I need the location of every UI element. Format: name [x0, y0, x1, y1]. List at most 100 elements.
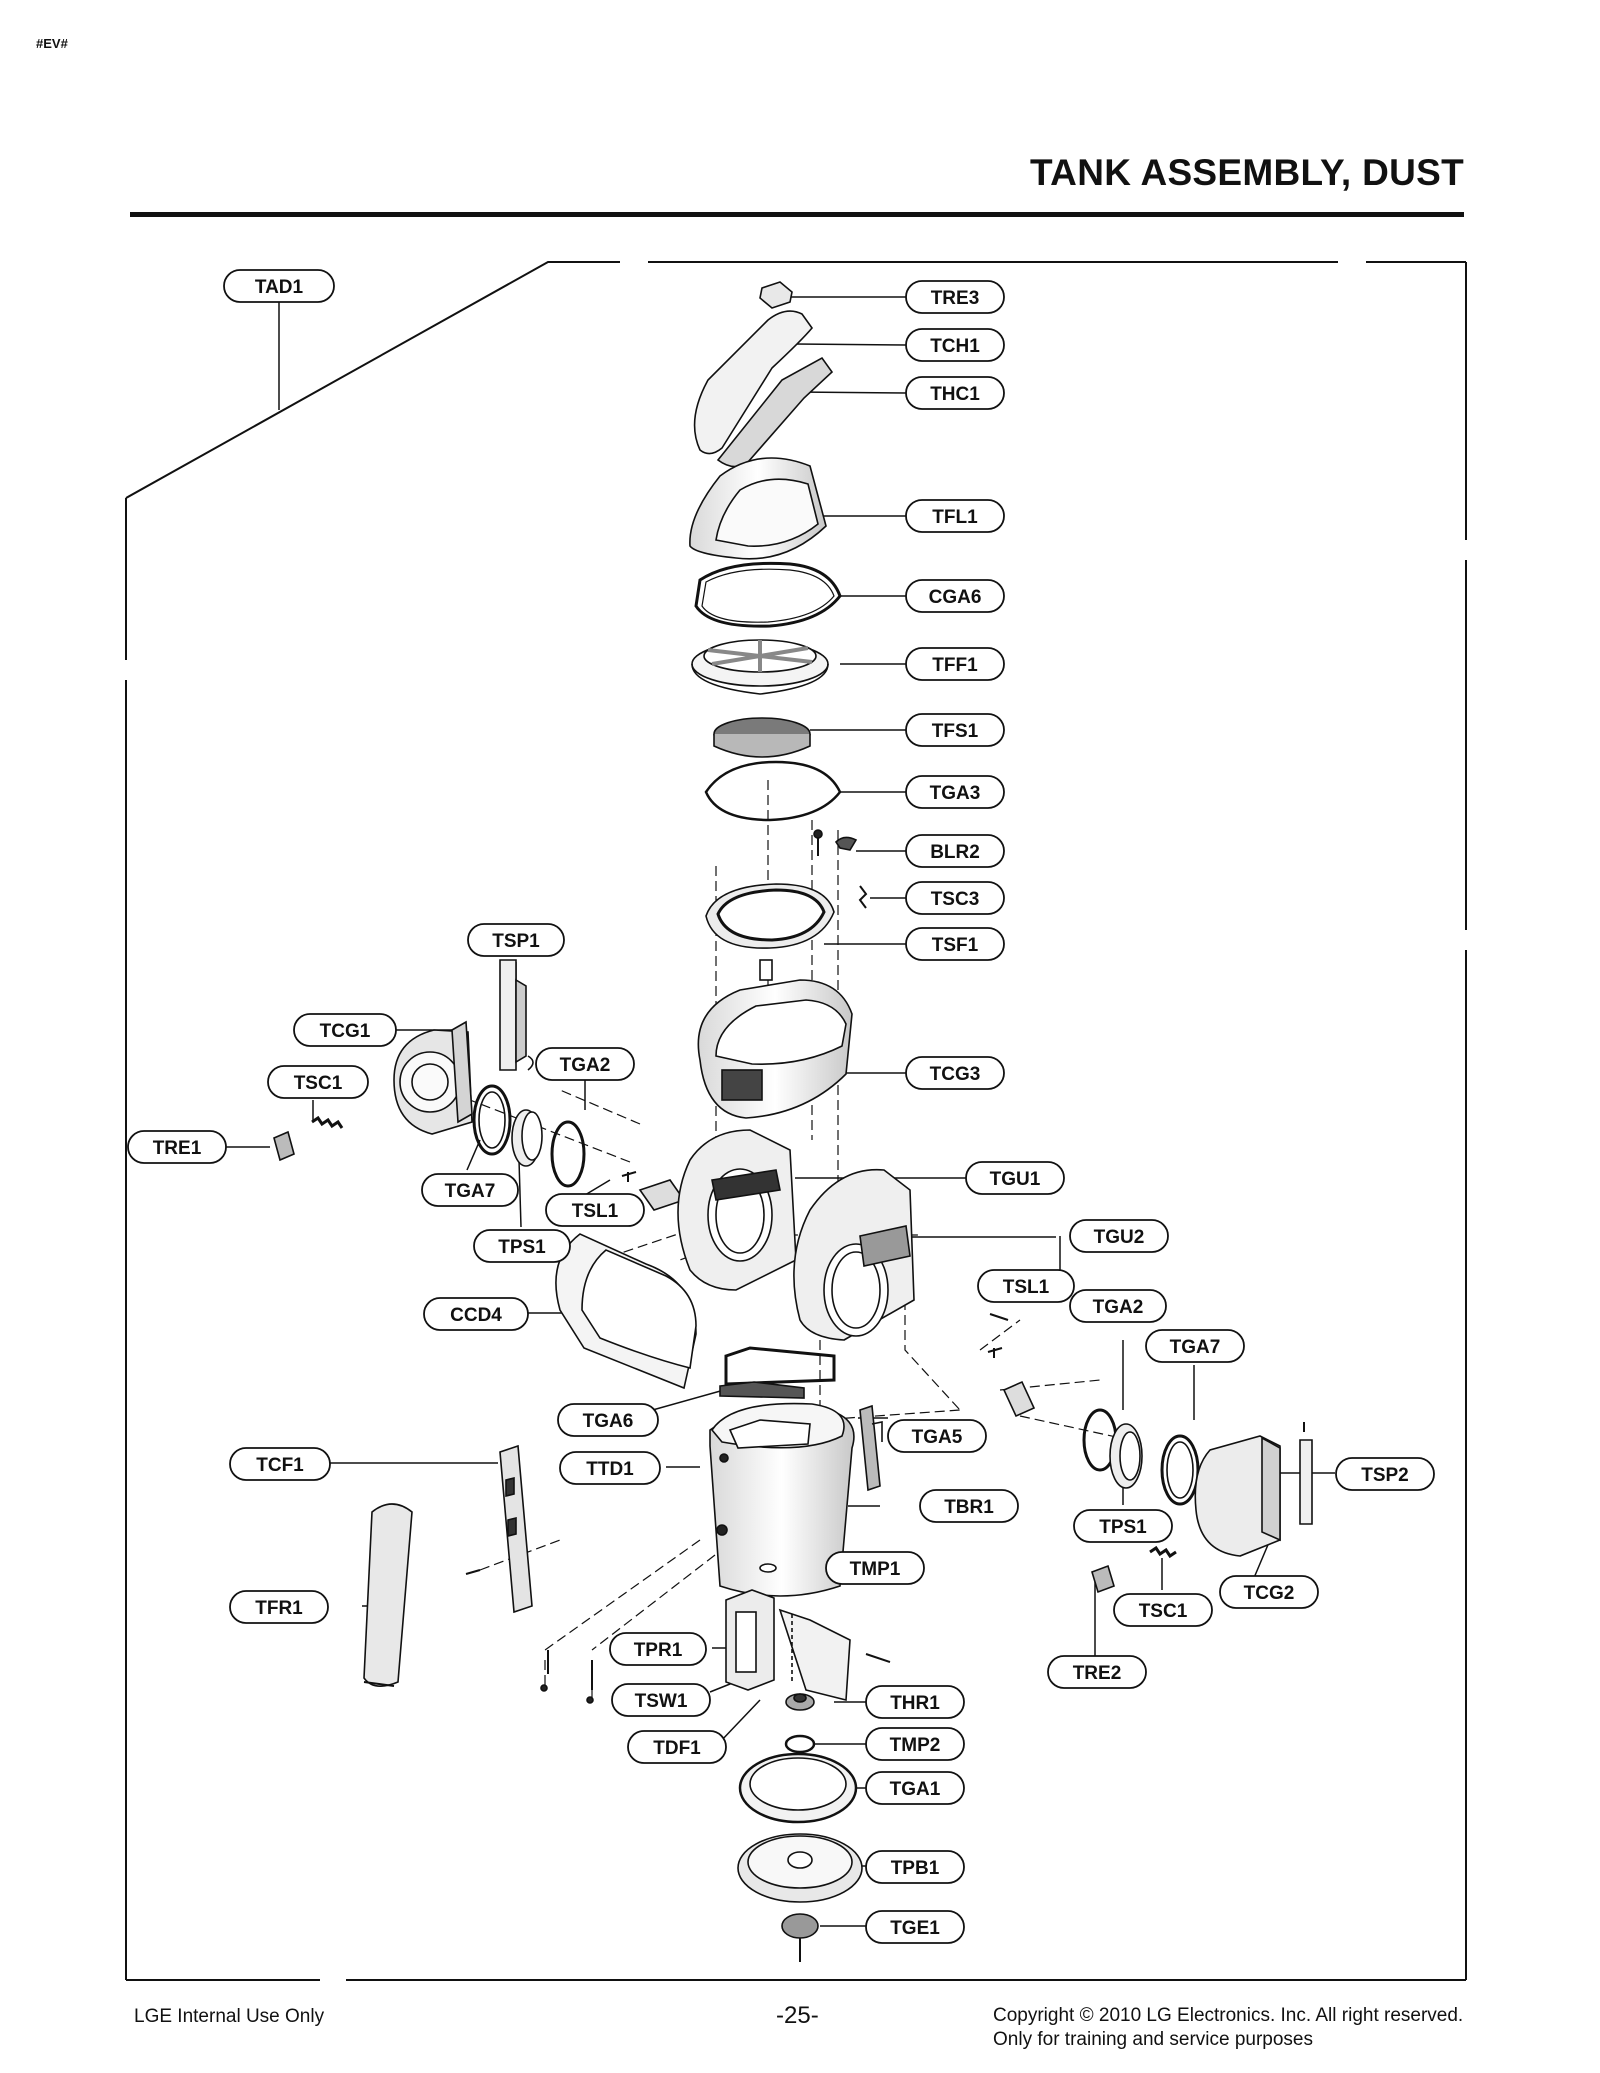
callout-TSP2: [1335, 1457, 1435, 1491]
callout-label: TTD1: [586, 1459, 634, 1480]
callout-TDF1: [627, 1730, 727, 1764]
callout-label: TFS1: [932, 721, 979, 742]
callout-label: TSL1: [572, 1201, 619, 1222]
training-note: Only for training and service purposes: [993, 2029, 1313, 2050]
callout-TGA5: [887, 1419, 987, 1453]
callout-label: TGA2: [1093, 1297, 1144, 1318]
copyright-line: Copyright © 2010 LG Electronics. Inc. Al…: [993, 2005, 1464, 2026]
callout-TSC1-left: [267, 1065, 369, 1099]
callout-label: TSF1: [932, 935, 979, 956]
callout-label: TFL1: [932, 507, 978, 528]
callout-label: TPS1: [1099, 1517, 1147, 1538]
callout-TPS1-left: [473, 1229, 571, 1263]
title-rule: [130, 212, 1464, 217]
part-drawings: [273, 281, 1313, 1962]
callout-label: TGU2: [1094, 1227, 1145, 1248]
callout-label: TMP2: [890, 1735, 941, 1756]
callout-label: TPS1: [498, 1237, 546, 1258]
callout-TPR1: [609, 1632, 707, 1666]
page-title: TANK ASSEMBLY, DUST: [1030, 152, 1464, 193]
callout-label: THR1: [890, 1693, 940, 1714]
callout-label: TGA5: [912, 1427, 963, 1448]
callout-TRE2: [1047, 1655, 1147, 1689]
callout-TFR1: [229, 1590, 329, 1624]
document-code: #EV#: [36, 36, 68, 51]
callout-label: TSL1: [1003, 1277, 1050, 1298]
callout-THC1: [905, 376, 1005, 410]
callout-TRE1: [127, 1130, 227, 1164]
callout-label: THC1: [930, 384, 980, 405]
diagram-frame: [125, 261, 1467, 1981]
footer-copyright: Copyright © 2010 LG Electronics. Inc. Al…: [993, 2004, 1463, 2052]
callout-label: TGA7: [445, 1181, 496, 1202]
callout-label: BLR2: [930, 842, 980, 863]
callout-label: TDF1: [653, 1738, 701, 1759]
callout-label: TSC3: [931, 889, 980, 910]
callout-label: TSP1: [492, 931, 540, 952]
callout-TSC3: [905, 881, 1005, 915]
callout-label: TAD1: [255, 277, 304, 298]
callout-label: TRE2: [1073, 1663, 1122, 1684]
callout-TRE3: [905, 280, 1005, 314]
callout-TGA3: [905, 775, 1005, 809]
callout-label: TCG1: [320, 1021, 371, 1042]
callout-label: TSW1: [635, 1691, 688, 1712]
callout-labels: TAD1 TRE3 TCH1 THC1 TFL1 CGA6 TFF1 TFS1 …: [153, 277, 1409, 1939]
callout-TBR1: [919, 1489, 1019, 1523]
callout-TSF1: [905, 927, 1005, 961]
callout-TGA6: [557, 1403, 659, 1437]
callout-label: TCH1: [930, 336, 980, 357]
callout-label: TRE3: [931, 288, 980, 309]
callout-TPS1-right: [1073, 1509, 1173, 1543]
callout-BLR2: [905, 834, 1005, 868]
callout-label: TGA2: [560, 1055, 611, 1076]
callout-TSL1-left: [545, 1193, 645, 1227]
callout-label: TGU1: [990, 1169, 1041, 1190]
callout-TSP1: [467, 923, 565, 957]
callout-TFS1: [905, 713, 1005, 747]
callout-label: TPR1: [634, 1640, 683, 1661]
callout-TFF1: [905, 647, 1005, 681]
callout-label: TSP2: [1361, 1465, 1409, 1486]
callout-label: TBR1: [944, 1497, 994, 1518]
callout-label: CCD4: [450, 1305, 502, 1326]
callout-label: TCG3: [930, 1064, 981, 1085]
callout-label: TFF1: [932, 655, 978, 676]
callout-TMP2: [865, 1727, 965, 1761]
callout-label: TGA6: [583, 1411, 634, 1432]
callout-TTD1: [559, 1451, 661, 1485]
callout-TSL1-right: [977, 1269, 1075, 1303]
callout-label: TCF1: [256, 1455, 304, 1476]
callout-TMP1: [825, 1551, 925, 1585]
callout-label: TCG2: [1244, 1583, 1295, 1604]
callout-label: TMP1: [850, 1559, 901, 1580]
callout-TPB1: [865, 1850, 965, 1884]
callout-label: TGA1: [890, 1779, 941, 1800]
callout-label: TRE1: [153, 1138, 202, 1159]
footer-internal-use: LGE Internal Use Only: [134, 2006, 325, 2027]
callout-label: TGA7: [1170, 1337, 1221, 1358]
callout-TGE1: [865, 1910, 965, 1944]
callout-label: TPB1: [891, 1858, 940, 1879]
callout-TGU2: [1069, 1219, 1169, 1253]
callout-TGA7-left: [421, 1173, 519, 1207]
callout-label: CGA6: [929, 587, 982, 608]
page-number: -25-: [776, 2002, 819, 2029]
callout-TGU1: [965, 1161, 1065, 1195]
callout-TCF1: [229, 1447, 331, 1481]
callout-bubbles: [127, 269, 1435, 1944]
callout-label: TGE1: [890, 1918, 940, 1939]
callout-label: TGA3: [930, 783, 981, 804]
callout-label: TFR1: [255, 1598, 303, 1619]
callout-CCD4: [423, 1297, 529, 1331]
callout-TAD1: [223, 269, 335, 303]
callout-TGA2-right: [1069, 1289, 1167, 1323]
callout-label: TSC1: [294, 1073, 343, 1094]
callout-TCG1: [293, 1013, 397, 1047]
callout-TGA2-left: [535, 1047, 635, 1081]
callout-THR1: [865, 1685, 965, 1719]
callout-TSW1: [611, 1683, 711, 1717]
callout-TFL1: [905, 499, 1005, 533]
callout-label: TSC1: [1139, 1601, 1188, 1622]
